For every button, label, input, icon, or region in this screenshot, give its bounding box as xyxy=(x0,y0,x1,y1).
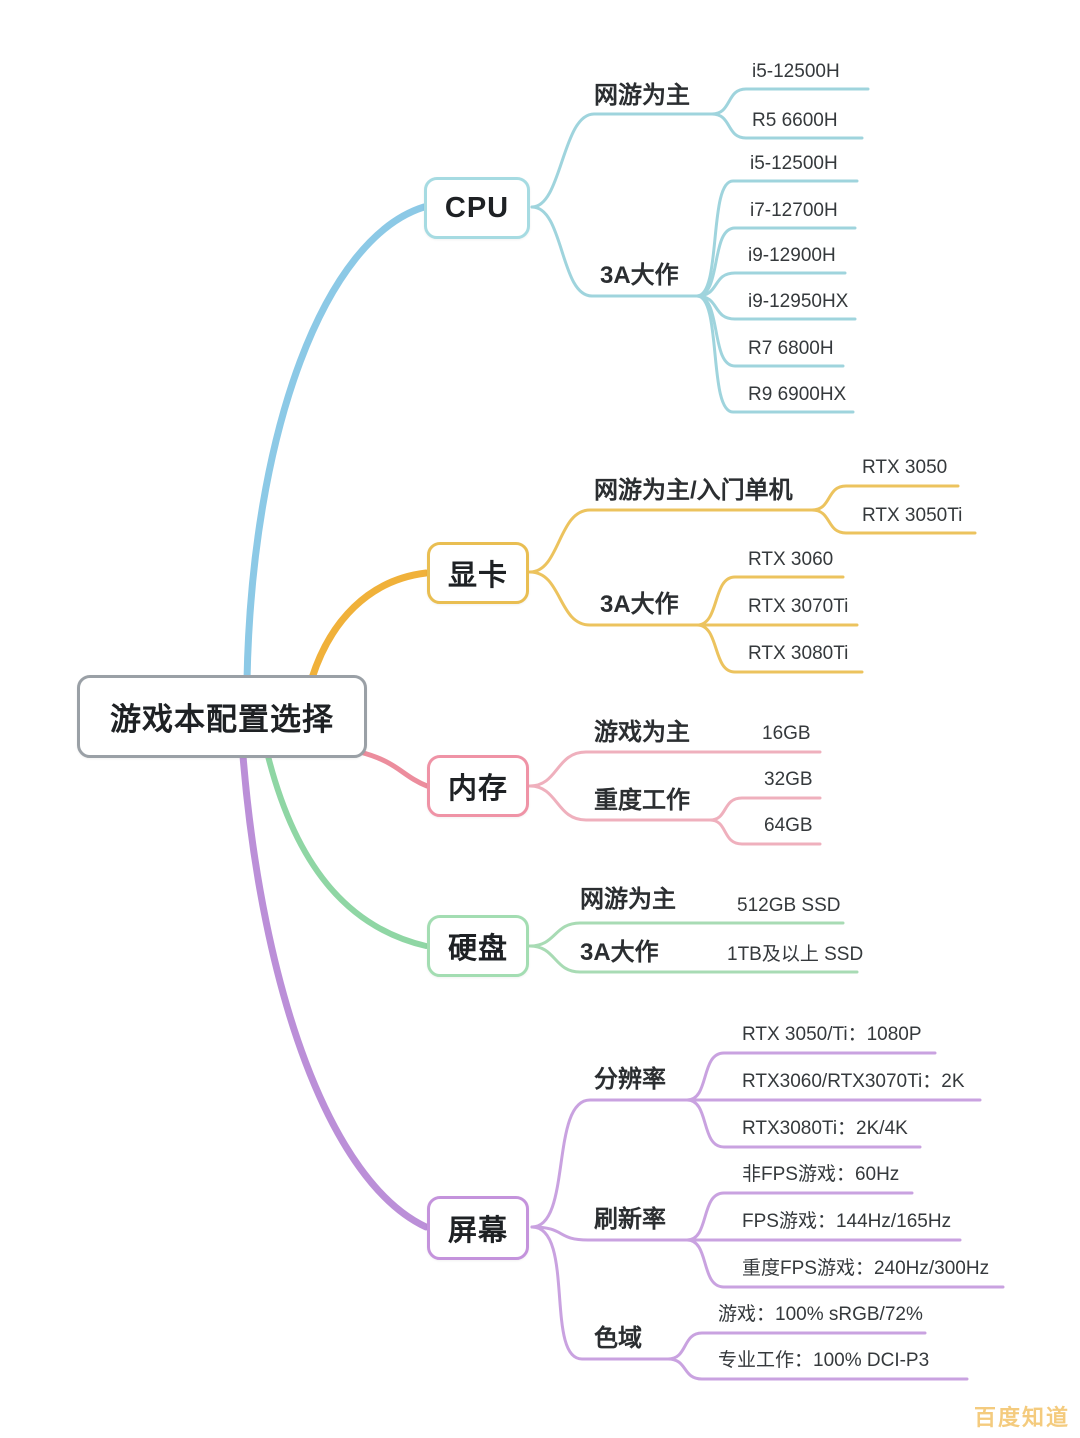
group-label[interactable]: 3A大作 xyxy=(580,939,659,966)
leaf-label[interactable]: i5-12500H xyxy=(752,61,840,82)
group-label[interactable]: 重度工作 xyxy=(594,787,690,814)
group-label[interactable]: 网游为主 xyxy=(580,886,676,913)
screen-trunk xyxy=(239,752,430,1231)
leaf-label[interactable]: i5-12500H xyxy=(750,153,838,174)
leaf-label[interactable]: RTX3060/RTX3070Ti：2K xyxy=(742,1071,965,1092)
branch-node-disk[interactable]: 硬盘 xyxy=(427,915,529,977)
leaf-label[interactable]: R9 6900HX xyxy=(748,384,847,405)
group-label[interactable]: 色域 xyxy=(594,1325,642,1352)
leaf-label[interactable]: RTX 3070Ti xyxy=(748,596,849,617)
branch-node-gpu[interactable]: 显卡 xyxy=(427,542,529,604)
leaf-label[interactable]: RTX 3080Ti xyxy=(748,643,849,664)
root-node[interactable]: 游戏本配置选择 xyxy=(77,675,367,758)
ram-trunk xyxy=(357,749,430,789)
leaf-label[interactable]: FPS游戏：144Hz/165Hz xyxy=(742,1211,952,1232)
leaf-label[interactable]: 游戏：100% sRGB/72% xyxy=(718,1304,923,1325)
group-label[interactable]: 刷新率 xyxy=(594,1206,666,1233)
group-label[interactable]: 网游为主/入门单机 xyxy=(594,477,793,504)
leaf-label[interactable]: R7 6800H xyxy=(748,338,834,359)
leaf-label[interactable]: 32GB xyxy=(764,769,813,790)
leaf-label[interactable]: 重度FPS游戏：240Hz/300Hz xyxy=(742,1258,990,1279)
group-label[interactable]: 分辨率 xyxy=(594,1066,666,1093)
leaf-label[interactable]: RTX 3050 xyxy=(862,457,948,478)
ram-branch-lines xyxy=(528,750,822,846)
group-label[interactable]: 游戏为主 xyxy=(594,719,690,746)
leaf-label[interactable]: i9-12950HX xyxy=(748,291,849,312)
disk-trunk xyxy=(265,753,429,949)
branch-node-cpu[interactable]: CPU xyxy=(424,177,530,239)
gpu-branch-lines xyxy=(528,484,977,674)
gpu-trunk xyxy=(308,569,430,682)
leaf-label[interactable]: 16GB xyxy=(762,723,811,744)
disk-branch-lines xyxy=(528,921,859,974)
leaf-label[interactable]: 64GB xyxy=(764,815,813,836)
leaf-label[interactable]: 专业工作：100% DCI-P3 xyxy=(718,1350,930,1371)
leaf-label[interactable]: RTX 3050/Ti：1080P xyxy=(742,1024,922,1045)
leaf-label[interactable]: R5 6600H xyxy=(752,110,838,131)
baidu-zhidao-watermark: 百度知道 xyxy=(973,1405,1070,1430)
leaf-label[interactable]: 512GB SSD xyxy=(737,895,841,916)
cpu-branch-lines xyxy=(530,87,870,414)
group-label[interactable]: 3A大作 xyxy=(600,262,679,289)
leaf-label[interactable]: RTX3080Ti：2K/4K xyxy=(742,1118,908,1139)
screen-branch-lines xyxy=(530,1051,1005,1381)
group-label[interactable]: 网游为主 xyxy=(594,82,690,109)
leaf-label[interactable]: i7-12700H xyxy=(750,200,838,221)
leaf-label[interactable]: RTX 3060 xyxy=(748,549,834,570)
cpu-trunk xyxy=(243,203,428,684)
leaf-label[interactable]: i9-12900H xyxy=(748,245,836,266)
branch-node-ram[interactable]: 内存 xyxy=(427,755,529,817)
branch-node-screen[interactable]: 屏幕 xyxy=(427,1196,529,1260)
leaf-label[interactable]: RTX 3050Ti xyxy=(862,505,963,526)
leaf-label[interactable]: 1TB及以上 SSD xyxy=(727,944,864,965)
group-label[interactable]: 3A大作 xyxy=(600,591,679,618)
leaf-label[interactable]: 非FPS游戏：60Hz xyxy=(742,1164,900,1185)
